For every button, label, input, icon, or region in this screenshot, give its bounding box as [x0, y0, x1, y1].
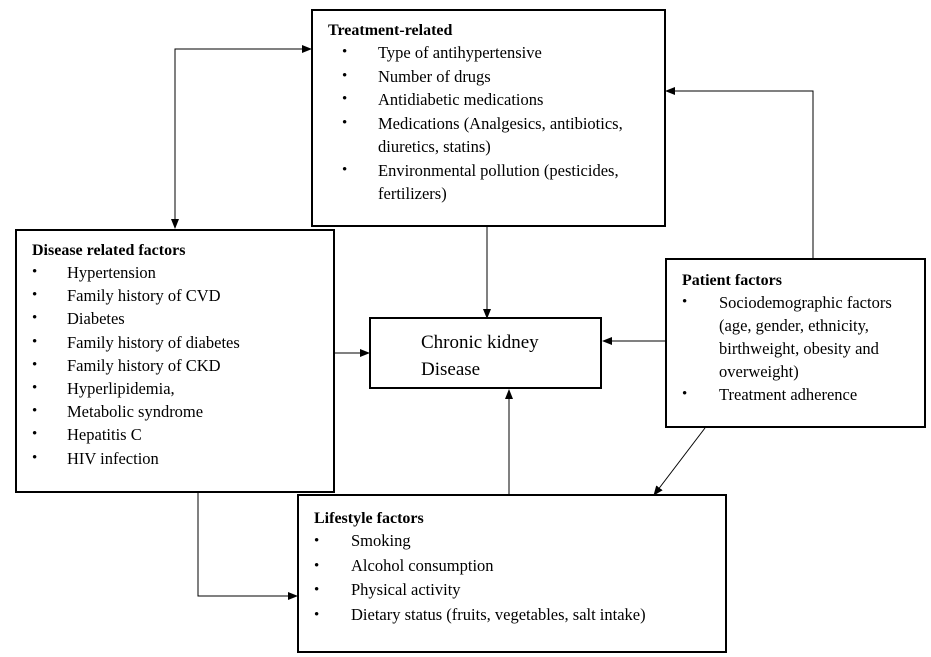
list-item: Antidiabetic medications [328, 88, 664, 112]
arrow-patient-lifestyle [653, 427, 706, 496]
arrow-treatment-patient [665, 87, 817, 272]
treatment-related-box: Treatment-related Type of antihypertensi… [311, 9, 666, 227]
arrow-disease-lifestyle [194, 478, 298, 600]
list-item: Family history of CVD [32, 284, 333, 307]
list-item: Family history of CKD [32, 354, 333, 377]
patient-list: Sociodemographic factors (age, gender, e… [682, 291, 924, 406]
treatment-list: Type of antihypertensive Number of drugs… [328, 41, 664, 206]
list-item: Physical activity [314, 578, 725, 603]
list-item: Family history of diabetes [32, 331, 333, 354]
disease-related-box: Disease related factors Hypertension Fam… [15, 229, 335, 493]
disease-list: Hypertension Family history of CVD Diabe… [32, 261, 333, 470]
list-item: HIV infection [32, 447, 333, 470]
chronic-kidney-disease-box: Chronic kidney Disease [369, 317, 602, 389]
patient-factors-box: Patient factors Sociodemographic factors… [665, 258, 926, 428]
list-item: Hepatitis C [32, 423, 333, 446]
lifestyle-factors-box: Lifestyle factors Smoking Alcohol consum… [297, 494, 727, 653]
list-item: Diabetes [32, 307, 333, 330]
list-item: Smoking [314, 529, 725, 554]
lifestyle-list: Smoking Alcohol consumption Physical act… [314, 529, 725, 627]
list-item: Number of drugs [328, 65, 664, 89]
list-item: Treatment adherence [682, 383, 924, 406]
patient-title: Patient factors [682, 272, 782, 289]
list-item: Hypertension [32, 261, 333, 284]
list-item: Type of antihypertensive [328, 41, 664, 65]
list-item: Sociodemographic factors (age, gender, e… [682, 291, 924, 383]
ckd-label-line1: Chronic kidney [421, 332, 539, 353]
list-item: Environmental pollution (pesticides, fer… [328, 159, 664, 206]
arrow-treatment-disease [171, 45, 312, 229]
list-item: Metabolic syndrome [32, 400, 333, 423]
treatment-title: Treatment-related [328, 22, 453, 39]
list-item: Alcohol consumption [314, 554, 725, 579]
list-item: Medications (Analgesics, antibiotics, di… [328, 112, 664, 159]
list-item: Dietary status (fruits, vegetables, salt… [314, 603, 725, 628]
lifestyle-title: Lifestyle factors [314, 510, 424, 527]
disease-title: Disease related factors [32, 242, 186, 259]
list-item: Hyperlipidemia, [32, 377, 333, 400]
ckd-label-line2: Disease [421, 359, 481, 380]
